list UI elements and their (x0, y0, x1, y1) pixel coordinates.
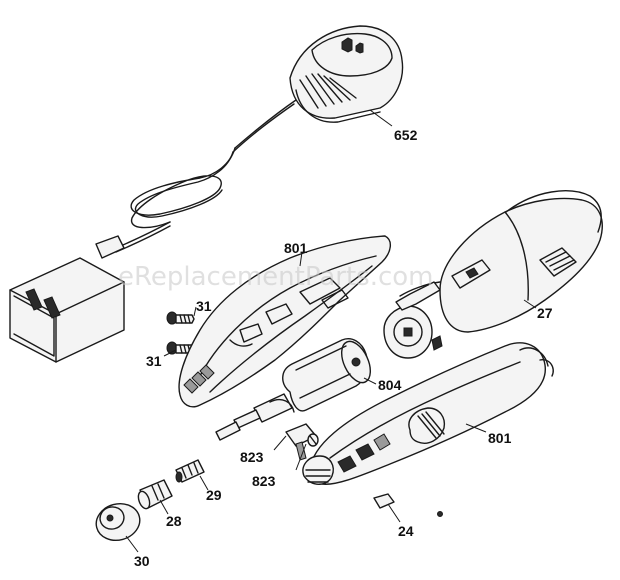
leader-lines (125, 109, 537, 553)
part-label-823-b: 823 (252, 473, 276, 489)
battery-pack (399, 190, 603, 333)
wall-adapter (9, 257, 125, 363)
part-label-30: 30 (134, 553, 150, 569)
part-label-804: 804 (378, 377, 402, 393)
part-label-31-top: 31 (196, 298, 212, 314)
cap (95, 503, 141, 541)
part-label-652: 652 (394, 127, 418, 143)
power-cord (95, 99, 297, 259)
part-label-801-bottom: 801 (488, 430, 512, 446)
switch (373, 493, 443, 517)
collet (175, 459, 205, 483)
brush-holder (383, 281, 443, 359)
part-label-28: 28 (166, 513, 182, 529)
collet-nut (137, 479, 173, 510)
part-label-27: 27 (537, 305, 553, 321)
housing-half-top (178, 235, 391, 408)
part-label-31-bottom: 31 (146, 353, 162, 369)
part-label-801-top: 801 (284, 240, 308, 256)
housing-half-bottom (302, 342, 554, 485)
part-label-823-a: 823 (240, 449, 264, 465)
watermark-text: eReplacementParts.com (118, 262, 434, 292)
shaft-part-b (307, 433, 319, 447)
screw-top (166, 311, 195, 325)
part-label-29: 29 (206, 487, 222, 503)
motor (215, 338, 372, 441)
part-label-24: 24 (398, 523, 414, 539)
charger-base (289, 25, 404, 123)
